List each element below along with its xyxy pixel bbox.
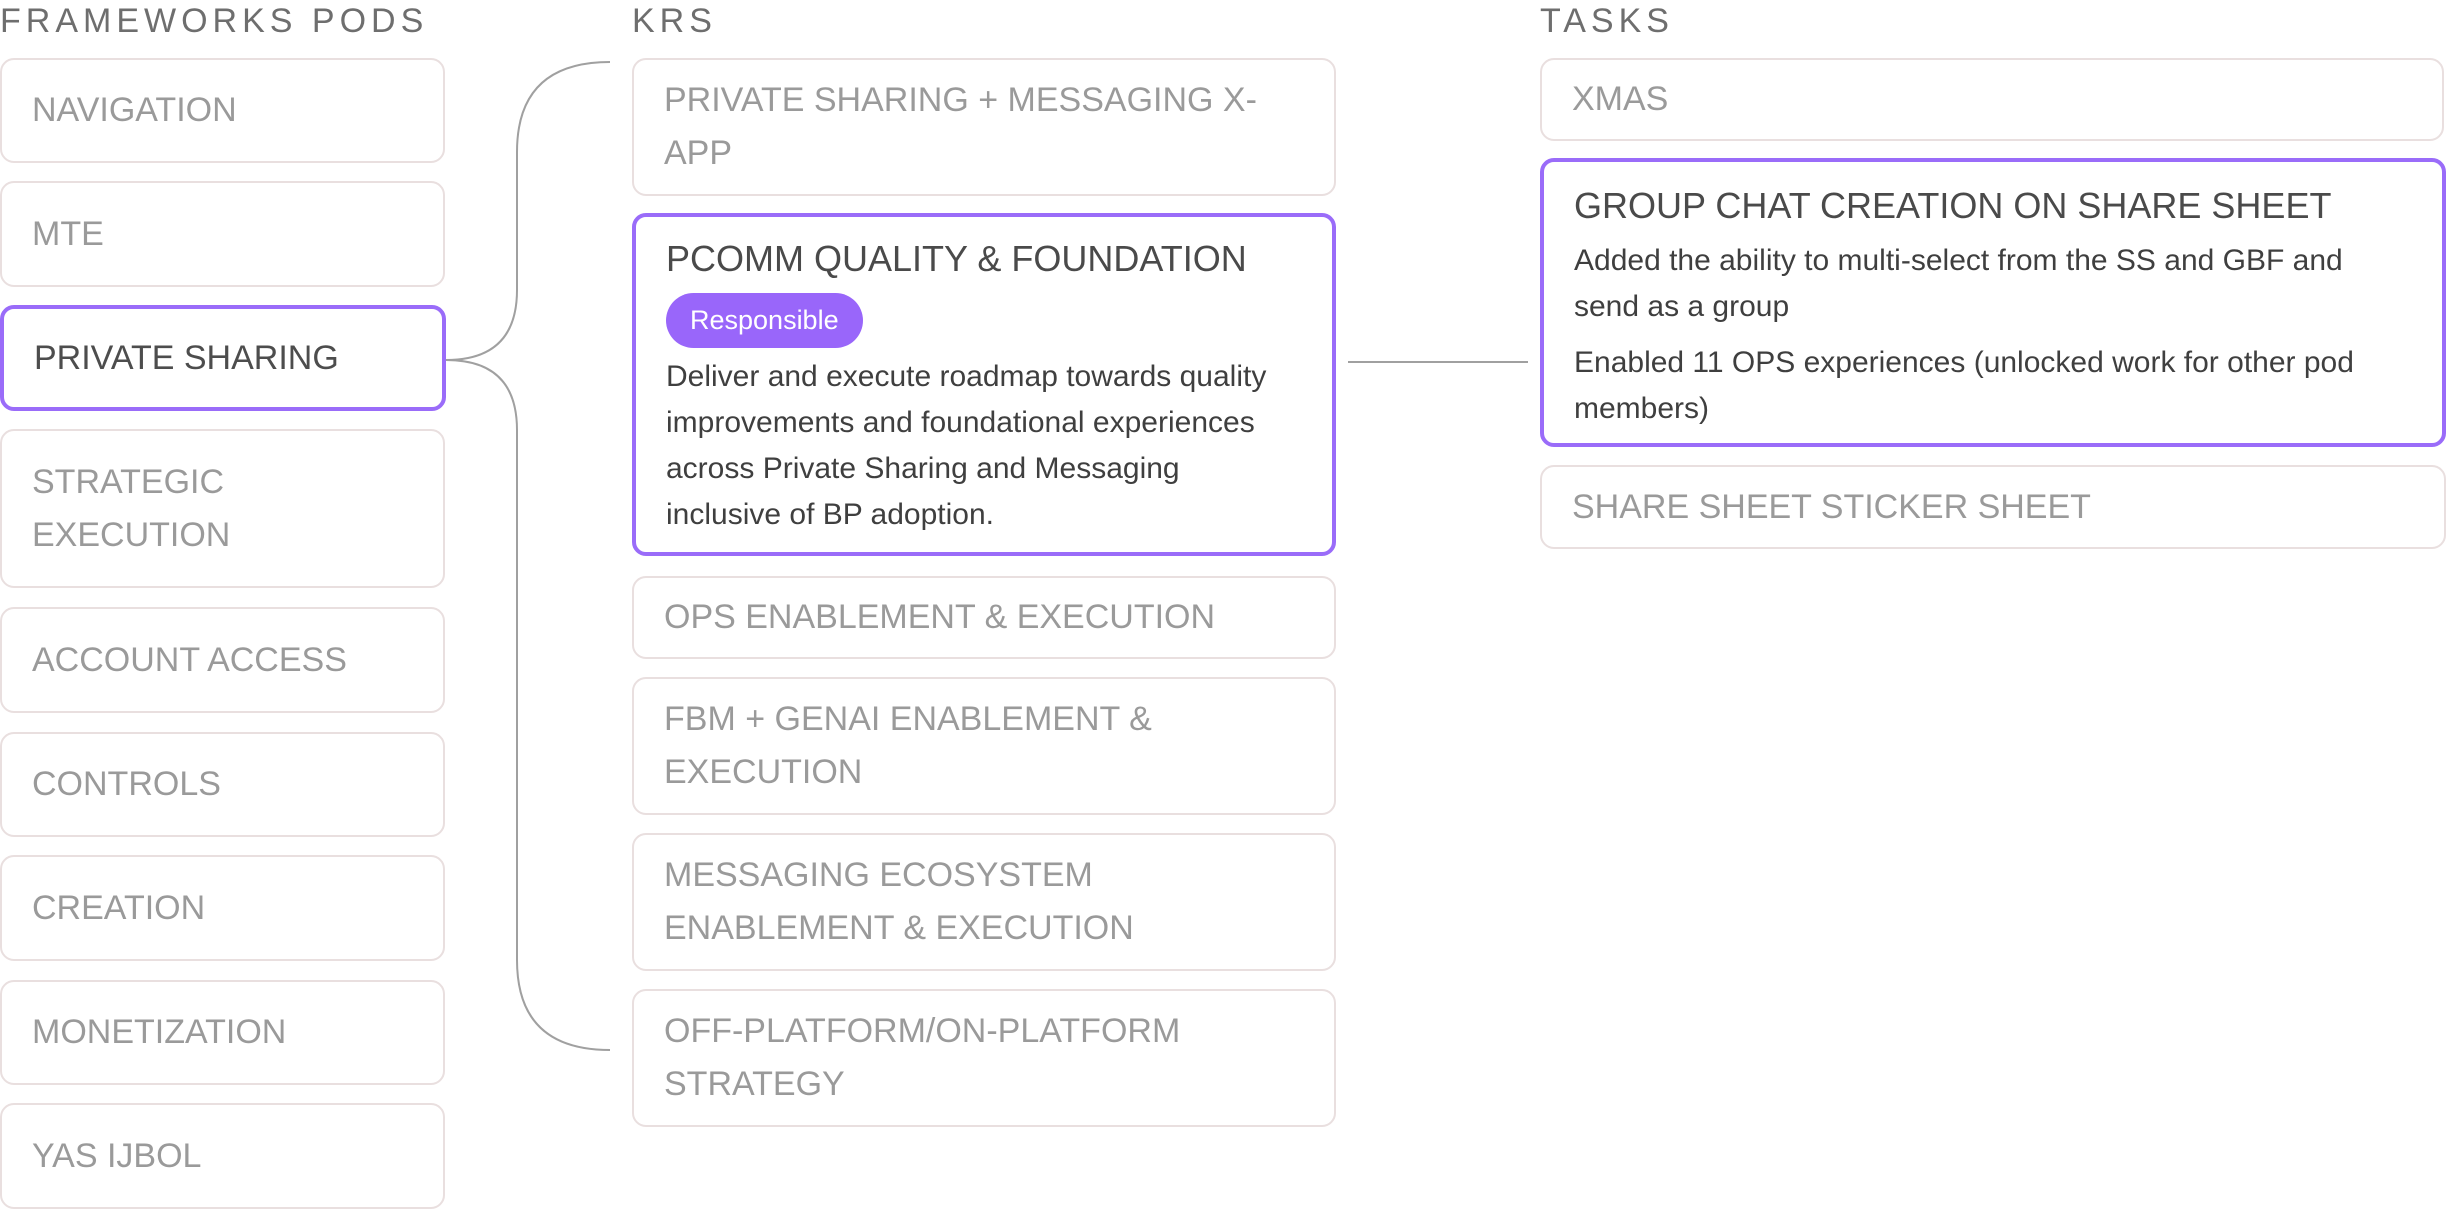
pod-card-monetization[interactable]: MONETIZATION [0,980,445,1085]
pod-to-kr-top-connector [445,61,611,361]
kr-card-pcomm-quality[interactable]: PCOMM QUALITY & FOUNDATION Responsible D… [632,213,1336,556]
tasks-column-heading: TASKS [1540,2,1674,40]
task-detail: Added the ability to multi-select from t… [1574,244,2343,323]
kr-card-ops-enablement[interactable]: OPS ENABLEMENT & EXECUTION [632,576,1336,659]
task-card-xmas[interactable]: XMAS [1540,58,2444,141]
pod-label: PRIVATE SHARING [34,338,339,377]
task-label: SHARE SHEET STICKER SHEET [1572,487,2091,526]
task-card-group-chat-creation[interactable]: GROUP CHAT CREATION ON SHARE SHEET Added… [1540,158,2446,447]
pod-label: MONETIZATION [32,1013,287,1051]
pod-label: YAS IJBOL [32,1136,202,1175]
kr-card-messaging-ecosystem[interactable]: MESSAGING ECOSYSTEM ENABLEMENT & EXECUTI… [632,833,1336,971]
pod-card-account-access[interactable]: ACCOUNT ACCESS [0,607,445,713]
pod-card-navigation[interactable]: NAVIGATION [0,58,445,163]
kr-title: PCOMM QUALITY & FOUNDATION [666,238,1247,279]
pod-card-strategic-execution[interactable]: STRATEGIC EXECUTION [0,429,445,588]
pod-label: CREATION [32,888,206,927]
pod-label: CONTROLS [32,765,221,803]
pod-label: NAVIGATION [32,91,237,129]
pod-label: ACCOUNT ACCESS [32,640,347,679]
pods-column-heading: FRAMEWORKS PODS [0,2,429,40]
task-title: GROUP CHAT CREATION ON SHARE SHEET [1574,185,2332,226]
pod-card-private-sharing[interactable]: PRIVATE SHARING [0,305,446,411]
pod-label: MTE [32,214,104,253]
task-label: XMAS [1572,80,1669,118]
kr-card-off-platform-strategy[interactable]: OFF-PLATFORM/ON-PLATFORM STRATEGY [632,989,1336,1127]
task-card-share-sheet-sticker-sheet[interactable]: SHARE SHEET STICKER SHEET [1540,465,2446,549]
pod-card-creation[interactable]: CREATION [0,855,445,961]
kr-label: OFF-PLATFORM/ON-PLATFORM STRATEGY [664,1012,1181,1103]
kr-label: OPS ENABLEMENT & EXECUTION [664,598,1216,636]
pod-to-kr-bottom-connector [445,359,611,1051]
kr-label: MESSAGING ECOSYSTEM ENABLEMENT & EXECUTI… [664,856,1134,947]
pod-card-mte[interactable]: MTE [0,181,445,287]
responsible-badge: Responsible [666,293,863,348]
pod-label: STRATEGIC EXECUTION [32,462,231,554]
task-detail: Enabled 11 OPS experiences (unlocked wor… [1574,346,2354,425]
pod-card-controls[interactable]: CONTROLS [0,732,445,837]
kr-card-private-sharing-messaging[interactable]: PRIVATE SHARING + MESSAGING X-APP [632,58,1336,196]
kr-card-fbm-genai[interactable]: FBM + GENAI ENABLEMENT & EXECUTION [632,677,1336,815]
krs-column-heading: KRS [632,2,717,40]
pod-card-yas-ijbol[interactable]: YAS IJBOL [0,1103,445,1209]
kr-label: PRIVATE SHARING + MESSAGING X-APP [664,81,1257,172]
kr-description: Deliver and execute roadmap towards qual… [666,360,1267,531]
kr-label: FBM + GENAI ENABLEMENT & EXECUTION [664,700,1152,791]
